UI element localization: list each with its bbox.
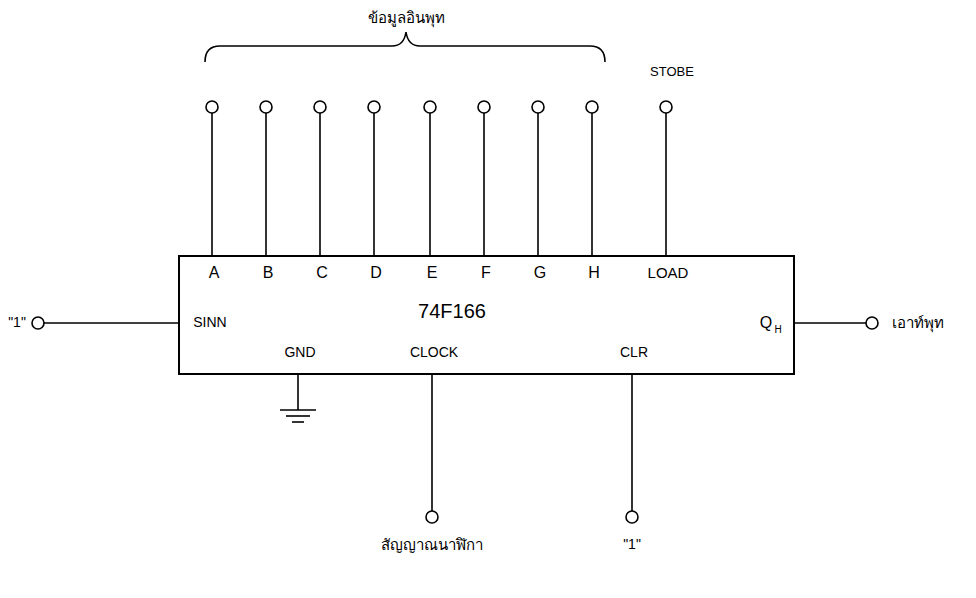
pin-name: B [263,264,274,282]
wire [631,375,633,511]
terminal [260,101,272,113]
terminal [866,317,878,329]
terminal [586,101,598,113]
terminal [478,101,490,113]
wire [665,113,667,255]
chip-name: 74F166 [418,300,486,322]
wire [319,113,321,255]
pin-name: D [370,264,382,282]
ground-symbol [286,415,310,417]
pin-name: LOAD [648,265,689,282]
pin-name: E [427,264,438,282]
logic-level: "1" [623,537,641,552]
terminal [626,511,638,523]
terminal [532,101,544,113]
wire [591,113,593,255]
terminal [32,317,44,329]
wire [429,113,431,255]
pin-name: CLOCK [410,345,458,360]
brace [205,32,605,62]
terminal [660,101,672,113]
pin-name: G [534,264,546,282]
ground-symbol [280,409,316,411]
terminal [368,101,380,113]
terminal [314,101,326,113]
pin-name: CLR [620,345,648,360]
signal-name: เอาท์พุท [892,315,944,332]
pin-name: A [209,264,220,282]
wire [795,322,866,324]
logic-level: "1" [8,315,26,330]
pin-name: GND [284,345,315,360]
wire [431,375,433,511]
input-pins [32,32,878,523]
terminal [424,101,436,113]
ground-symbol [292,421,304,423]
signal-name: STOBE [650,65,694,79]
wire [483,113,485,255]
terminal [426,511,438,523]
pin-name: F [481,264,491,282]
terminal [206,101,218,113]
wire [537,113,539,255]
wire [265,113,267,255]
ic-chip: ABCDEFGHLOADSINN74F166QHGNDCLOCKCLR [178,255,795,375]
wire [211,113,213,255]
wire [297,375,299,410]
pin-name: H [588,264,600,282]
pin-name: SINN [193,315,226,330]
wire [44,322,178,324]
pin-subscript: H [774,324,781,335]
group-label: ข้อมูลอินพุท [368,10,445,27]
wire [373,113,375,255]
signal-name: สัญญาณนาฬิกา [381,537,483,554]
pin-name: Q [760,314,772,332]
pin-name: C [316,264,328,282]
